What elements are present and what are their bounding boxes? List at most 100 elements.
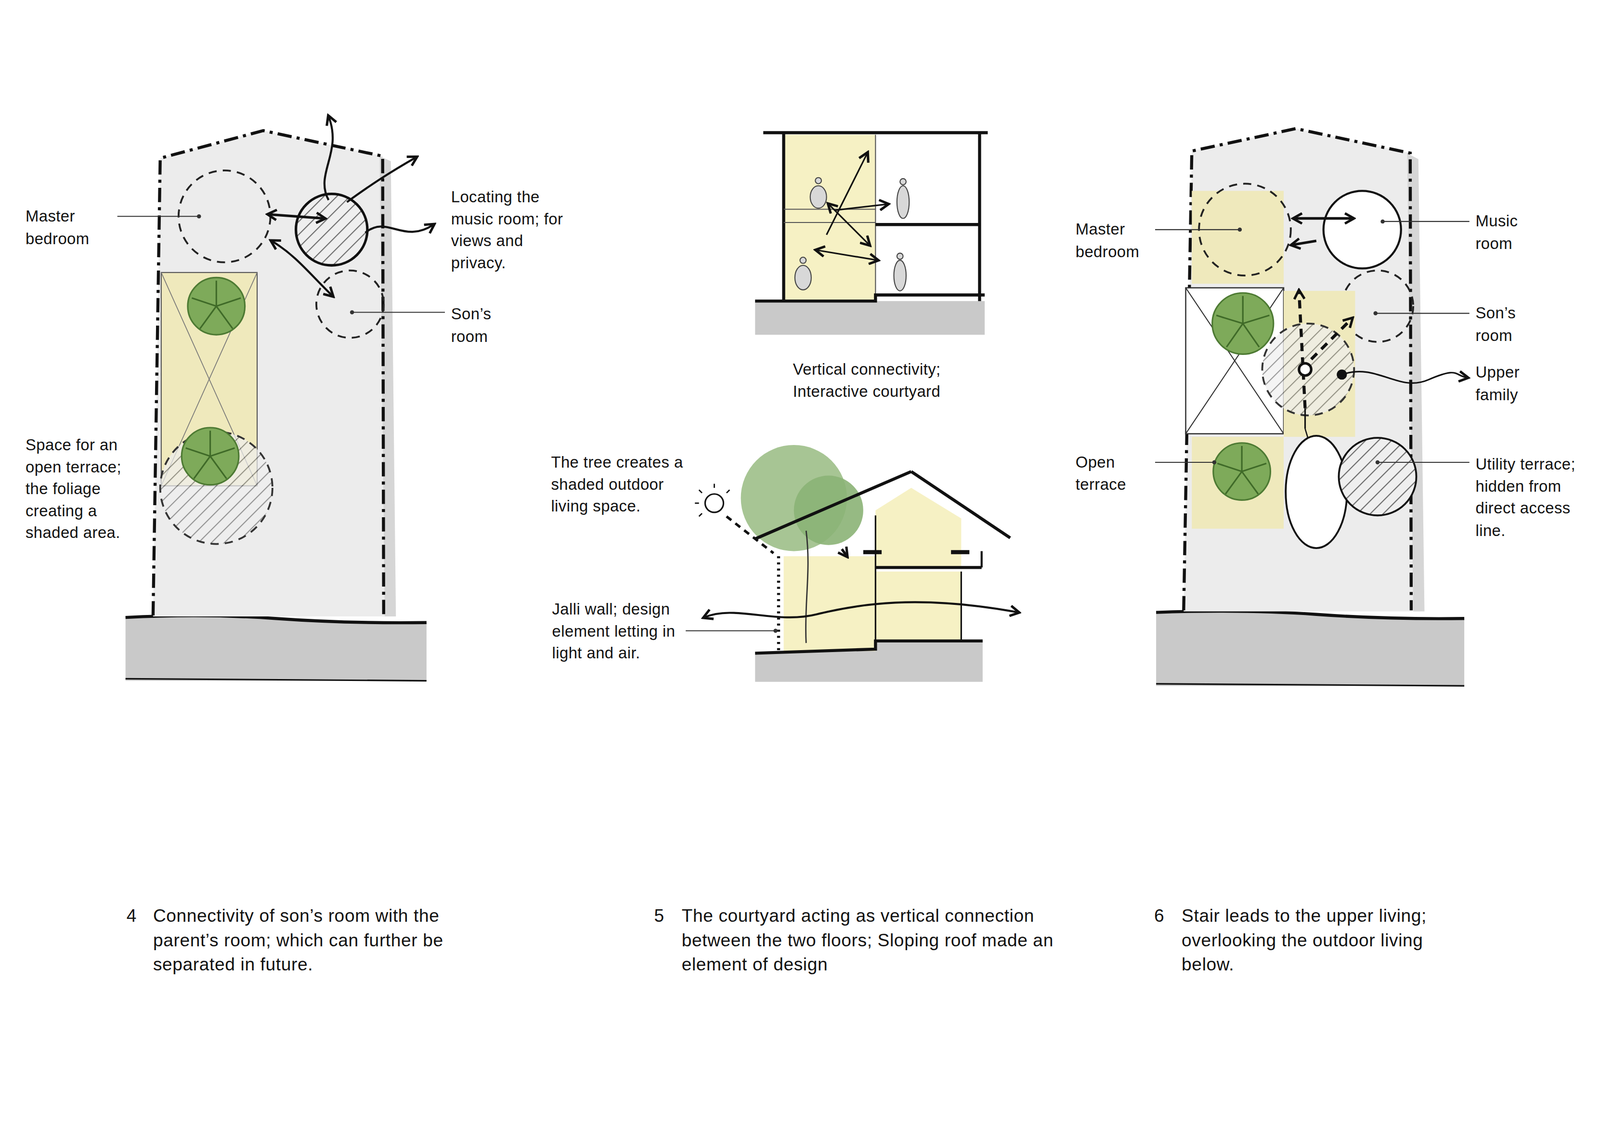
- site-plan-6-part: [1341, 371, 1468, 384]
- callout-number: 6: [1154, 903, 1175, 928]
- site-plan-6-part: [1155, 461, 1215, 463]
- house-section-part: [704, 494, 724, 513]
- site-plan-4-part: [351, 311, 445, 313]
- site-plan-6-part: [1373, 311, 1378, 315]
- site-plan-6-part: [1304, 408, 1306, 429]
- annotation: Utility terrace; hidden from direct acce…: [1475, 453, 1596, 541]
- house-section-part: [980, 550, 983, 568]
- courtyard-section-part: [763, 130, 988, 134]
- site-plan-6-part: [1156, 611, 1465, 619]
- site-plan-6-part: [1183, 128, 1412, 611]
- courtyard-section-part: [783, 221, 876, 223]
- site-plan-6: [1155, 128, 1470, 686]
- courtyard-section-part-part: [799, 257, 807, 264]
- site-plan-6-part: [1380, 219, 1385, 224]
- annotation: Vertical connectivity; Interactive court…: [793, 358, 977, 403]
- site-plan-4-part: [185, 430, 235, 479]
- courtyard-section-part: [754, 294, 985, 301]
- courtyard-section-part-part: [897, 185, 910, 219]
- house-section-part-part: [699, 513, 703, 517]
- site-plan-6-part: [1191, 436, 1284, 529]
- site-plan-6-part: [1293, 217, 1353, 220]
- callout-number: 5: [653, 903, 675, 928]
- site-plan-6-part: [1156, 611, 1465, 686]
- site-plan-6-part: [1338, 437, 1417, 516]
- house-section-part-part: [694, 502, 699, 504]
- site-plan-6-part: [1299, 363, 1312, 376]
- site-plan-4-part: [181, 427, 239, 485]
- site-plan-4-part: [153, 130, 391, 617]
- site-plan-6-part: [1382, 221, 1470, 222]
- room-label: Music room: [1475, 210, 1539, 255]
- site-plan-4-part: [125, 615, 427, 623]
- caption: Connectivity of son’s room with the pare…: [153, 903, 450, 977]
- site-plan-6-part: [1323, 190, 1402, 269]
- house-section-part: [960, 571, 963, 641]
- site-plan-4-part: [316, 270, 384, 339]
- site-plan-4-part: [324, 116, 333, 201]
- house-section-part-part: [726, 489, 730, 493]
- site-plan-4: [117, 116, 445, 681]
- site-plan-4-part: [125, 678, 427, 681]
- courtyard-section-part: [783, 134, 876, 301]
- site-plan-4-part: [271, 240, 333, 296]
- room-label: Son’s room: [451, 302, 508, 347]
- courtyard-section-part: [977, 132, 981, 302]
- site-plan-6-part: [1191, 190, 1284, 284]
- site-plan-4-part: [187, 277, 246, 335]
- room-label: Open terrace: [1075, 451, 1139, 495]
- courtyard-section-part: [826, 153, 868, 235]
- site-plan-4-part: [365, 224, 434, 233]
- room-label: Master bedroom: [25, 205, 128, 249]
- site-plan-6-part: [1299, 290, 1306, 409]
- house-section-part: [773, 628, 778, 633]
- site-plan-6-part: [1237, 227, 1242, 232]
- house-section-part: [910, 471, 1011, 538]
- courtyard-section-part: [816, 249, 878, 261]
- site-plan-6-part: [1156, 683, 1465, 686]
- courtyard-section-part-part: [815, 177, 822, 184]
- site-plan-6-part: [1285, 435, 1347, 548]
- site-plan-6-part: [1216, 296, 1270, 348]
- site-plan-6-part: [1212, 460, 1217, 465]
- courtyard-section: [754, 132, 988, 336]
- courtyard-section-part-part: [897, 253, 904, 260]
- house-section-part: [875, 565, 982, 569]
- courtyard-section-part: [754, 300, 985, 335]
- courtyard-section-part: [874, 134, 876, 301]
- house-section-part: [703, 601, 1019, 618]
- site-plan-6-part: [1377, 461, 1470, 463]
- site-plan-6-part: [1217, 445, 1267, 495]
- site-plan-6-part: [1212, 292, 1274, 354]
- room-label: Master bedroom: [1075, 218, 1158, 263]
- room-label: Son’s room: [1475, 301, 1532, 346]
- house-section-part: [863, 549, 882, 554]
- site-plan-4-part: [296, 194, 368, 266]
- site-plan-4-part: [153, 130, 384, 616]
- site-plan-6-part: [1183, 128, 1421, 612]
- house-section-part: [783, 556, 876, 651]
- site-plan-6-part: [1375, 460, 1380, 465]
- house-section-part: [875, 487, 962, 567]
- caption: Stair leads to the upper living; overloo…: [1181, 903, 1478, 977]
- annotation: The tree creates a shaded outdoor living…: [550, 451, 692, 518]
- courtyard-section-part-part: [810, 185, 827, 209]
- house-section-part: [777, 556, 781, 651]
- courtyard-section-part-part: [899, 178, 907, 185]
- courtyard-section-part-part: [893, 260, 906, 291]
- house-section-part: [950, 549, 970, 554]
- annotation: Space for an open terrace; the foliage c…: [25, 433, 136, 544]
- caption: The courtyard acting as vertical connect…: [681, 903, 1055, 977]
- house-section-part-part: [699, 489, 703, 493]
- house-section-part: [841, 548, 847, 557]
- site-plan-4-part: [191, 280, 241, 329]
- house-section-part: [754, 640, 983, 653]
- site-plan-6-part: [1291, 240, 1317, 245]
- room-label: Upper family: [1475, 361, 1539, 405]
- courtyard-section-part: [794, 177, 910, 291]
- site-plan-6-part: [1262, 323, 1355, 416]
- site-plan-6-part: [1375, 312, 1470, 314]
- house-section: [685, 444, 1019, 682]
- house-section-part: [874, 515, 877, 643]
